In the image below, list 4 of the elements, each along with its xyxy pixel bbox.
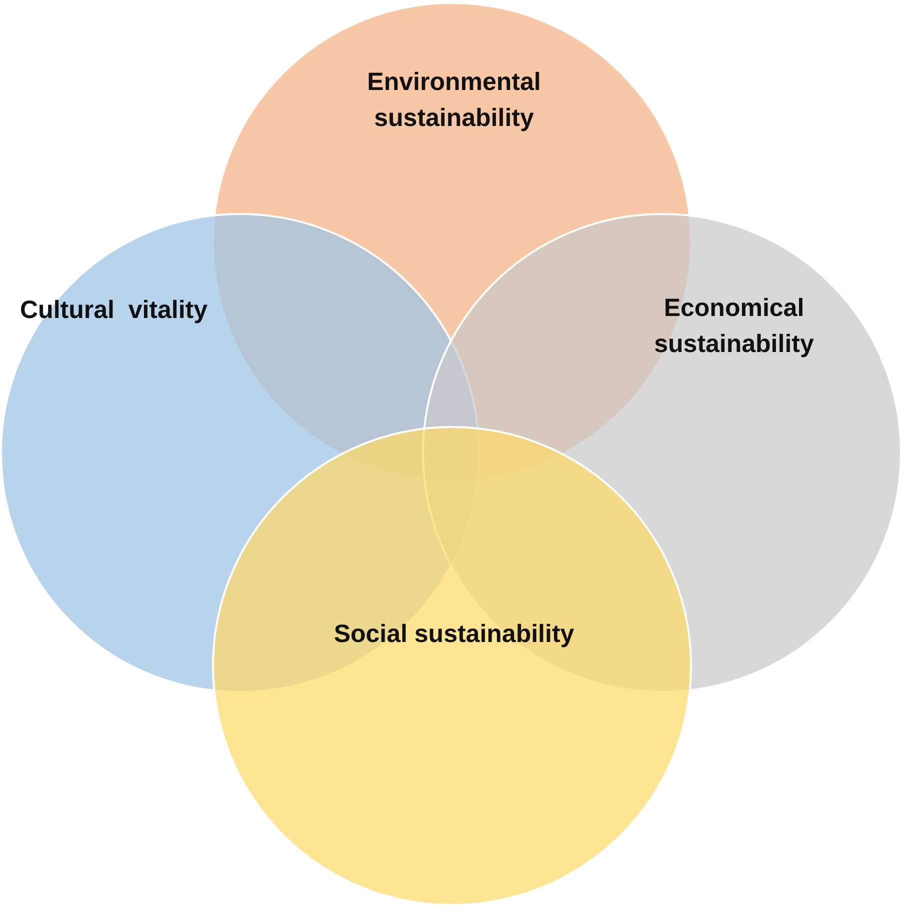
circle-label: Cultural vitality — [20, 295, 209, 326]
circle-label: Economical sustainability — [653, 293, 815, 360]
circle-label: Environmental sustainability — [366, 67, 542, 134]
circle-label: Social sustainability — [332, 619, 576, 650]
